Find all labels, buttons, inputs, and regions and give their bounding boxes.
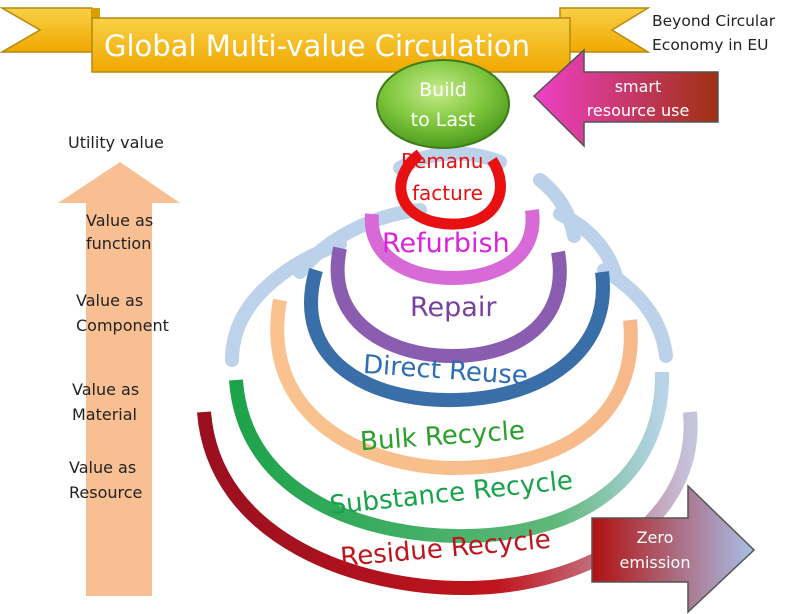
build-to-last-node: Build to Last <box>376 59 510 149</box>
corner-note-line2: Economy in EU <box>652 36 769 54</box>
value-level-2-line1: Value as <box>76 291 143 310</box>
title-banner: Global Multi-value Circulation <box>0 7 651 73</box>
banner-left-tail <box>0 7 93 53</box>
loop-residue-recycle <box>197 411 698 596</box>
banner-right-tail <box>559 7 651 53</box>
loop-refurbish <box>364 209 540 286</box>
value-level-1-line2: function <box>86 234 151 253</box>
loop-label-refurbish: Refurbish <box>382 228 510 259</box>
smart-arrow-line2: resource use <box>587 101 690 120</box>
loop-direct-reuse <box>304 268 610 408</box>
utility-value-label: Utility value <box>68 133 164 152</box>
loop-label-bulk-recycle: Bulk Recycle <box>359 416 526 457</box>
loop-bulk-recycle <box>270 298 638 476</box>
circulation-loops <box>197 149 698 596</box>
build-to-last-line2: to Last <box>411 109 476 131</box>
loop-substance-recycle <box>229 371 670 544</box>
smart-arrow-line1: smart <box>615 77 662 96</box>
corner-note-line1: Beyond Circular <box>652 12 776 30</box>
value-level-2-line2: Component <box>76 316 169 335</box>
value-level-4-line1: Value as <box>69 458 136 477</box>
smart-arrow-shape <box>532 48 719 148</box>
smart-resource-arrow: smart resource use <box>532 48 719 148</box>
banner-title: Global Multi-value Circulation <box>104 29 530 63</box>
loop-repair <box>330 246 567 364</box>
loop-label-remanufacture-line1: Remanu <box>401 149 483 173</box>
zero-arrow-line2: emission <box>620 553 691 572</box>
zero-arrow-line1: Zero <box>637 528 674 547</box>
zero-arrow-shape <box>591 484 756 614</box>
loop-label-remanufacture-line2: facture <box>412 181 483 205</box>
value-level-3-line1: Value as <box>72 380 139 399</box>
zero-emission-arrow: Zero emission <box>591 484 756 614</box>
build-to-last-line1: Build <box>419 79 467 101</box>
banner-panel <box>91 17 571 73</box>
loop-remanufacture <box>395 149 506 230</box>
utility-value-arrow <box>58 162 180 596</box>
build-to-last-ellipse <box>376 59 510 149</box>
swirl-right-lower <box>597 263 673 363</box>
value-level-4-line2: Resource <box>69 483 142 502</box>
value-level-1-line1: Value as <box>86 211 153 230</box>
value-level-3-line2: Material <box>72 405 137 424</box>
loop-label-repair: Repair <box>410 292 497 323</box>
swirl-right-top <box>533 173 581 243</box>
